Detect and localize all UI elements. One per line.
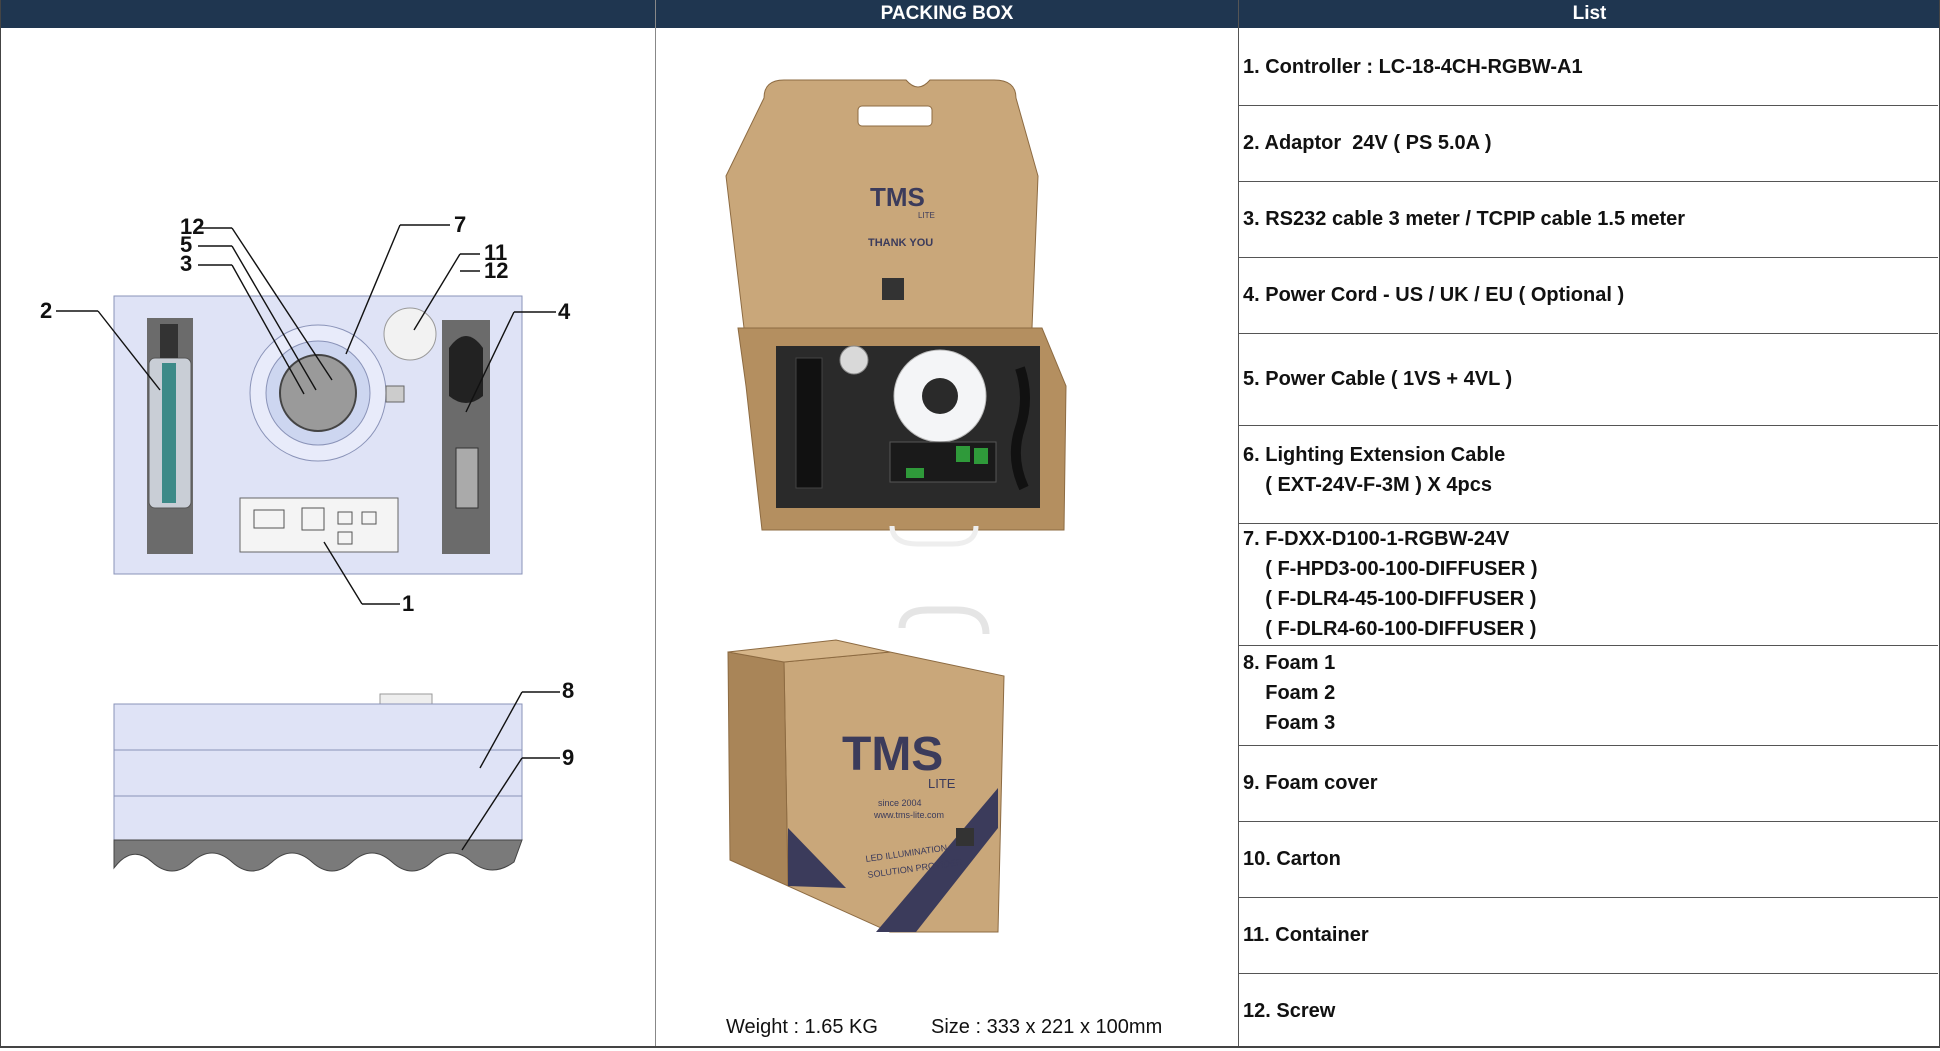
closed-box-url: www.tms-lite.com	[873, 810, 944, 820]
ring-light-inner	[279, 354, 357, 432]
list-item-text: 7. F-DXX-D100-1-RGBW-24V ( F-HPD3-00-100…	[1243, 528, 1538, 640]
parts-list: 1. Controller : LC-18-4CH-RGBW-A1 2. Ada…	[1239, 28, 1938, 1046]
list-item: 4. Power Cord - US / UK / EU ( Optional …	[1239, 258, 1938, 334]
list-item-text: 2. Adaptor 24V ( PS 5.0A )	[1243, 132, 1492, 154]
closed-box-logo: TMS	[842, 728, 943, 781]
foam-side-top-tab	[379, 693, 433, 705]
callout-12: 12	[484, 258, 508, 283]
list-item: 11. Container	[1239, 898, 1938, 974]
list-item-text: 6. Lighting Extension Cable ( EXT-24V-F-…	[1243, 444, 1506, 496]
list-item: 2. Adaptor 24V ( PS 5.0A )	[1239, 106, 1938, 182]
callout-4: 4	[558, 299, 571, 324]
open-box-handle	[889, 525, 979, 547]
open-box-logo-sub: LITE	[918, 211, 935, 220]
callout-8: 8	[562, 678, 574, 703]
controller-port-4	[361, 511, 377, 525]
border-left	[0, 0, 1, 1048]
list-item: 3. RS232 cable 3 meter / TCPIP cable 1.5…	[1239, 182, 1938, 258]
closed-box-stripe	[876, 788, 998, 932]
list-item-text: 10. Carton	[1243, 848, 1341, 870]
list-item-text: 8. Foam 1 Foam 2 Foam 3	[1243, 652, 1336, 734]
header-packing-box: PACKING BOX	[880, 3, 1014, 24]
closed-box-handle	[898, 606, 990, 635]
closed-box-qr	[956, 828, 974, 846]
list-item-text: 3. RS232 cable 3 meter / TCPIP cable 1.5…	[1243, 208, 1686, 230]
closed-box-logo-sub: LITE	[928, 776, 956, 791]
callout-9: 9	[562, 745, 574, 770]
open-box-ring-inner	[922, 378, 958, 414]
header-list: List	[1572, 3, 1607, 24]
box-size: Size : 333 x 221 x 100mm	[931, 1016, 1163, 1038]
list-item: 5. Power Cable ( 1VS + 4VL )	[1239, 334, 1938, 426]
packing-box-photos: TMS LITE THANK YOU TMS LITE	[656, 28, 1238, 1046]
foam-layer-2	[113, 749, 523, 797]
border-bottom	[0, 1046, 1940, 1048]
open-box-adaptor	[795, 357, 823, 489]
callout-7: 7	[454, 212, 466, 237]
foam-layer-1	[113, 703, 523, 751]
controller-port-5	[337, 531, 353, 545]
controller-port-2	[301, 507, 325, 531]
adaptor-plug	[160, 324, 178, 358]
open-box-container	[839, 345, 869, 375]
callout-lines-side	[461, 691, 560, 851]
container-icon	[383, 307, 437, 361]
open-box-terminal-2	[974, 448, 988, 464]
list-item-text: 12. Screw	[1243, 1000, 1336, 1022]
list-item: 7. F-DXX-D100-1-RGBW-24V ( F-HPD3-00-100…	[1239, 524, 1938, 646]
list-item-text: 5. Power Cable ( 1VS + 4VL )	[1243, 368, 1513, 390]
list-item: 10. Carton	[1239, 822, 1938, 898]
ring-light-tab	[385, 385, 405, 403]
callout-11: 11	[484, 240, 507, 265]
closed-box-front	[783, 651, 1005, 933]
closed-box-side	[727, 651, 789, 887]
foam-layer-3	[113, 795, 523, 841]
closed-box-top	[727, 639, 891, 663]
list-item-text: 1. Controller : LC-18-4CH-RGBW-A1	[1243, 56, 1583, 78]
column-divider-1	[655, 0, 656, 1048]
open-box-thanks: THANK YOU	[868, 237, 933, 249]
foam-cover-wave	[113, 839, 523, 872]
callout-lines	[56, 224, 556, 605]
adaptor-stripe	[162, 363, 176, 503]
list-item: 12. Screw	[1239, 974, 1938, 1046]
open-box-terminal-3	[906, 468, 924, 478]
open-box-logo: TMS	[870, 182, 925, 212]
box-weight: Weight : 1.65 KG	[726, 1016, 878, 1038]
callout-3: 3	[180, 251, 192, 276]
callout-6: 12	[180, 214, 204, 239]
open-box-handle-slot	[857, 105, 933, 127]
column-divider-2	[1238, 0, 1239, 1048]
open-box-terminal-1	[956, 446, 970, 462]
controller-port-3	[337, 511, 353, 525]
diagram-svg: 2 12 5 3 7 11 12 4 1 8 9	[40, 212, 574, 872]
open-box-lid	[725, 79, 1039, 329]
closed-box-stripe-2	[788, 828, 846, 888]
callout-5: 5	[180, 232, 192, 257]
list-item: 8. Foam 1 Foam 2 Foam 3	[1239, 646, 1938, 746]
list-item-text: 9. Foam cover	[1243, 772, 1378, 794]
power-cord-plug	[449, 336, 483, 403]
open-box-cord	[1010, 366, 1030, 491]
list-item: 6. Lighting Extension Cable ( EXT-24V-F-…	[1239, 426, 1938, 524]
power-cord-connector	[455, 447, 479, 509]
header-col-drawing	[0, 0, 655, 28]
packing-diagram: 2 12 5 3 7 11 12 4 1 8 9	[2, 28, 655, 1046]
box-photos-svg: TMS LITE THANK YOU TMS LITE	[725, 79, 1067, 933]
table-header: PACKING BOX List	[0, 0, 1940, 28]
open-box-qr	[882, 278, 904, 300]
controller-port-1	[253, 509, 285, 529]
callout-1: 1	[402, 591, 414, 616]
closed-box-since: since 2004	[878, 798, 922, 808]
list-item: 9. Foam cover	[1239, 746, 1938, 822]
list-item: 1. Controller : LC-18-4CH-RGBW-A1	[1239, 28, 1938, 106]
list-item-text: 11. Container	[1243, 924, 1369, 946]
controller-icon	[239, 497, 399, 553]
list-item-text: 4. Power Cord - US / UK / EU ( Optional …	[1243, 284, 1625, 306]
callout-2: 2	[40, 298, 52, 323]
